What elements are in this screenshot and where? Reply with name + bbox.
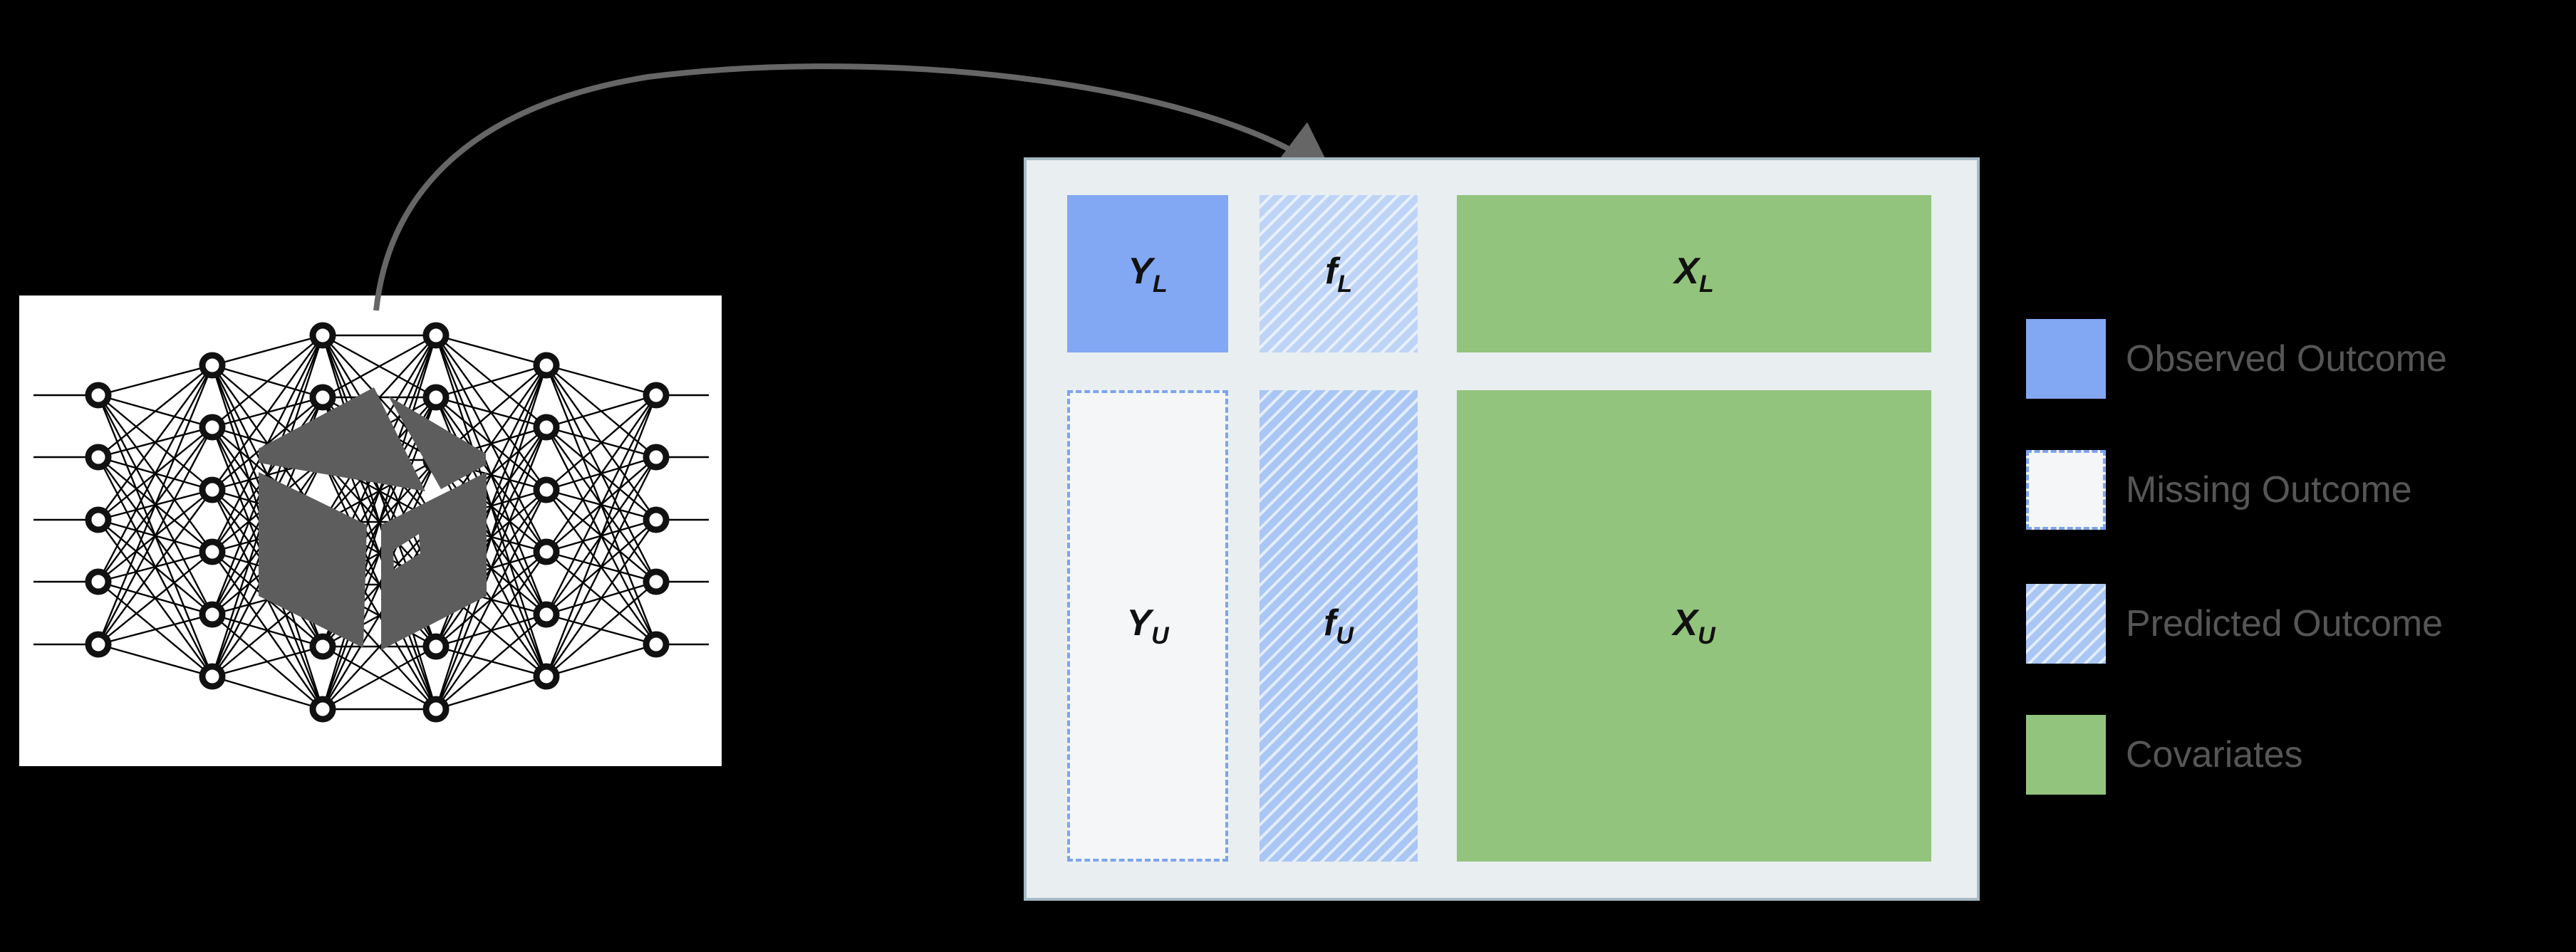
legend-label-predicted: Predicted Outcome	[2126, 603, 2443, 644]
matrix-cell-XL: XL	[1457, 195, 1931, 352]
black-box-icon	[259, 387, 487, 650]
cell-label-YU: YU	[1126, 602, 1169, 649]
legend-swatch-predicted	[2026, 584, 2106, 664]
legend-item-predicted: Predicted Outcome	[2026, 584, 2443, 664]
matrix-cell-YU: YU	[1067, 390, 1228, 862]
cell-label-YL: YL	[1128, 250, 1168, 298]
cell-label-fL: fL	[1324, 250, 1353, 298]
matrix-cell-XU: XU	[1457, 390, 1931, 862]
cell-label-XU: XU	[1673, 602, 1715, 649]
neural-network-svg	[33, 322, 709, 723]
legend-swatch-observed	[2026, 319, 2106, 399]
cell-label-fU: fU	[1324, 602, 1354, 649]
matrix-cell-fU: fU	[1260, 390, 1418, 862]
cell-label-XL: XL	[1674, 250, 1714, 298]
matrix-cell-fL: fL	[1260, 195, 1418, 352]
legend-label-observed: Observed Outcome	[2126, 338, 2447, 380]
data-matrix-panel: YL fL XL YU fU XU	[1024, 157, 1980, 901]
legend-label-covariates: Covariates	[2126, 734, 2303, 775]
neural-network-illustration	[19, 295, 722, 766]
legend-item-covariates: Covariates	[2026, 715, 2303, 795]
legend-item-observed: Observed Outcome	[2026, 319, 2447, 399]
legend-swatch-covariates	[2026, 715, 2106, 795]
matrix-cell-YL: YL	[1067, 195, 1228, 352]
legend-swatch-missing	[2026, 450, 2106, 530]
legend-label-missing: Missing Outcome	[2126, 469, 2412, 511]
legend-item-missing: Missing Outcome	[2026, 450, 2412, 530]
